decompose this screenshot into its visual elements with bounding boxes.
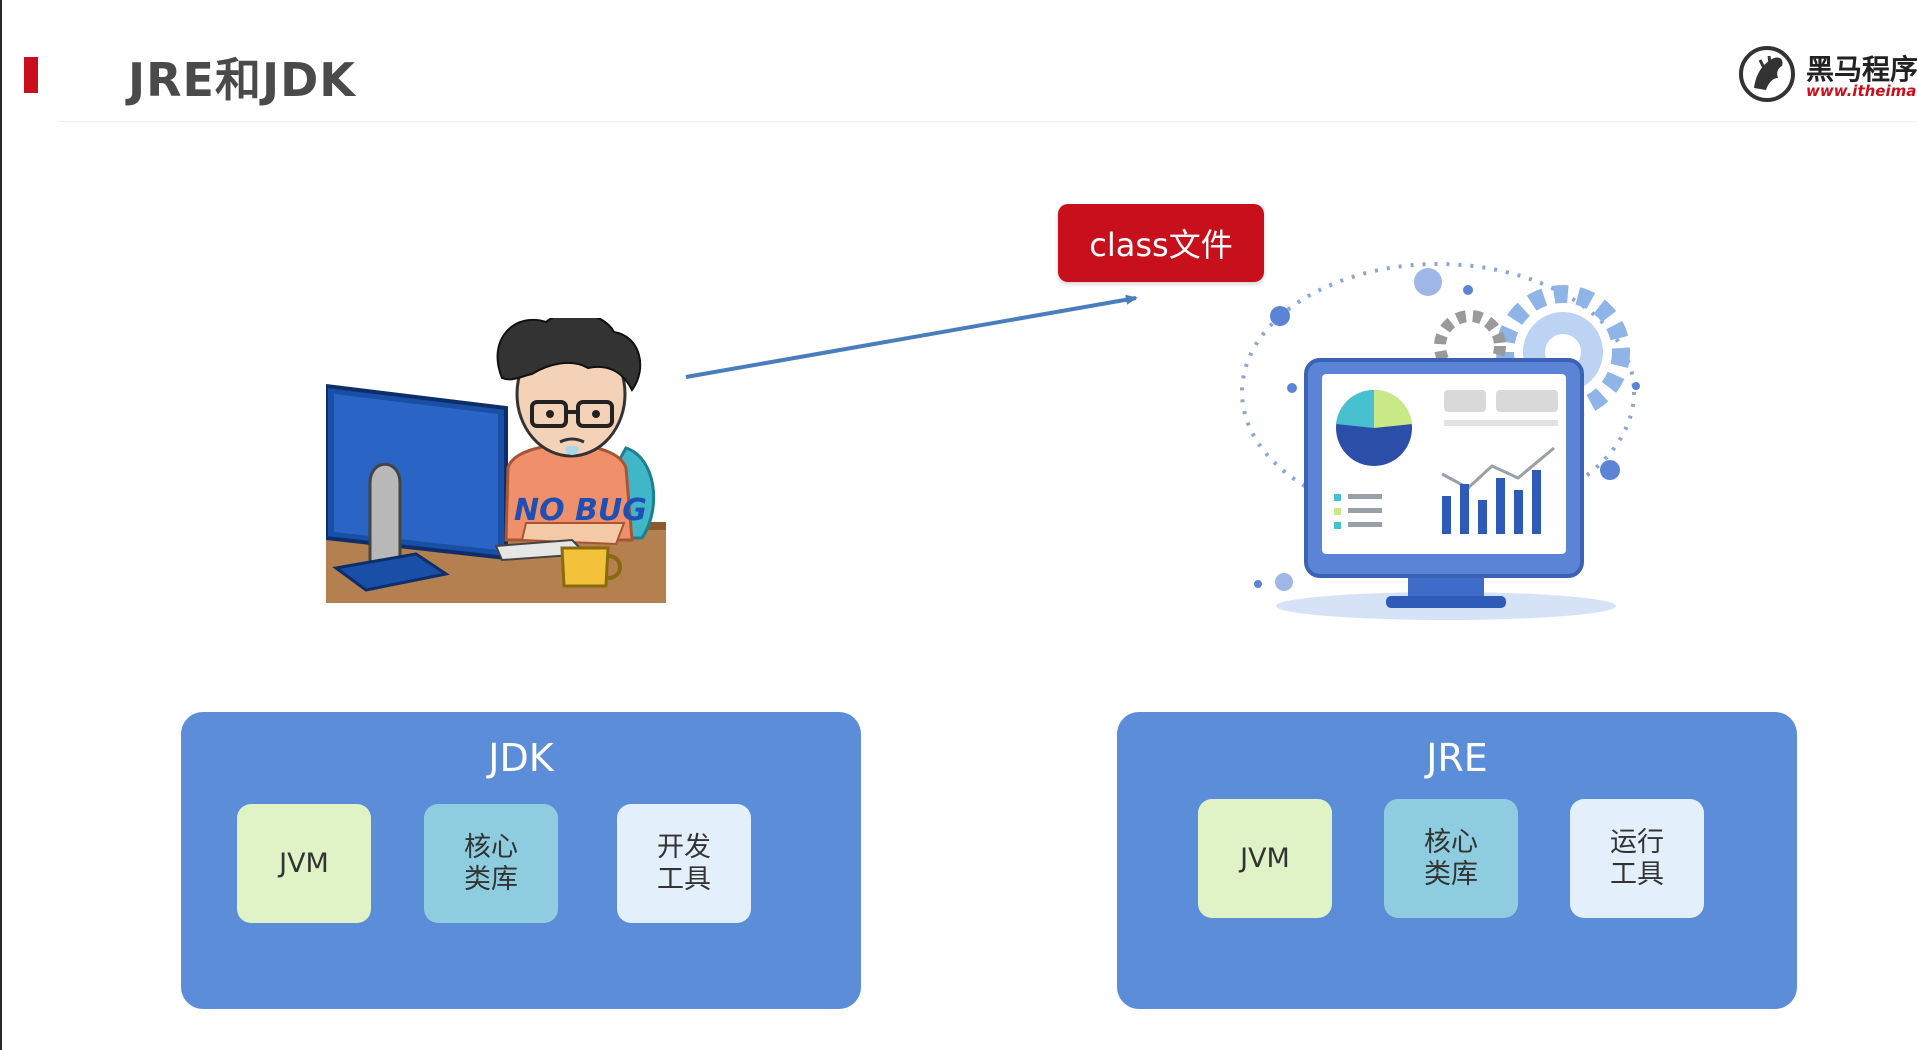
brand-url: www.itheima.com	[1806, 82, 1917, 100]
class-file-badge: class文件	[1058, 204, 1264, 282]
jdk-dev-tools-block: 开发 工具	[617, 804, 751, 923]
jdk-core-library-block: 核心 类库	[424, 804, 558, 923]
jre-runtime-tools-block: 运行 工具	[1570, 799, 1704, 918]
brand-logo: 黑马程序员 www.itheima.com	[1736, 44, 1917, 104]
title-accent-bar	[24, 57, 38, 93]
brand-name: 黑马程序员	[1806, 53, 1917, 86]
jdk-title: JDK	[488, 736, 554, 780]
jdk-jvm-block: JVM	[237, 804, 371, 923]
jdk-group: JDK JVM 核心 类库 开发 工具	[181, 712, 861, 1009]
left-edge-line	[0, 0, 2, 1050]
jre-core-library-block: 核心 类库	[1384, 799, 1518, 918]
jre-jvm-block: JVM	[1198, 799, 1332, 918]
slide-title: JRE和JDK	[128, 53, 356, 107]
monitor-with-gears-icon	[1240, 262, 1640, 620]
title-divider	[58, 121, 1917, 122]
jre-group: JRE JVM 核心 类库 运行 工具	[1117, 712, 1797, 1009]
jre-title: JRE	[1426, 736, 1488, 780]
horse-head-icon	[1739, 46, 1795, 102]
developer-at-computer-icon: NO BUG	[326, 318, 666, 603]
